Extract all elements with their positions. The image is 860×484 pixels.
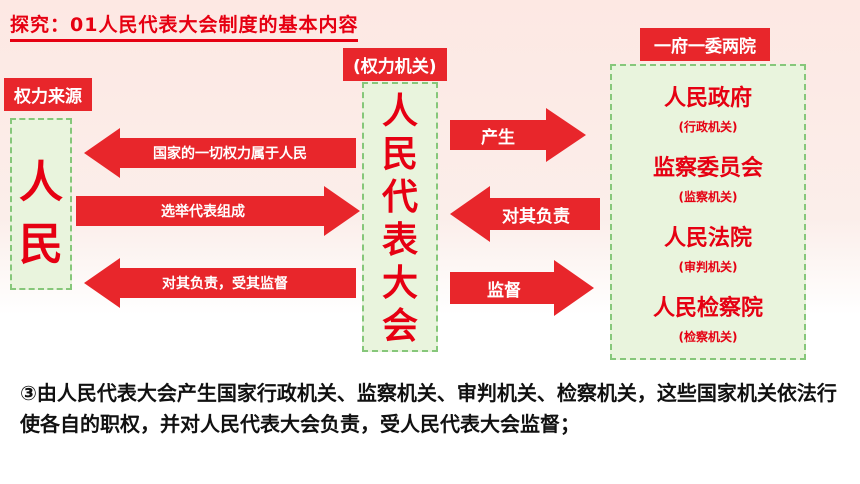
organ-item: 人民法院 (审判机关) bbox=[612, 220, 804, 290]
arrow-left-shape bbox=[84, 128, 356, 178]
arrow-supervise-label: 监督 bbox=[487, 280, 521, 301]
power-source-tag: 权力来源 bbox=[4, 78, 92, 111]
organ-name: 人民政府 bbox=[663, 86, 752, 111]
explanation-paragraph: ③由人民代表大会产生国家行政机关、监察机关、审判机关、检察机关，这些国家机关依法… bbox=[20, 381, 837, 436]
page-title: 探究：01人民代表大会制度的基本内容 bbox=[10, 10, 359, 42]
arrow-responsible-label: 对其负责 bbox=[502, 206, 570, 227]
arrow-elect: 选举代表组成 bbox=[76, 186, 360, 236]
organ-type: (检察机关) bbox=[678, 330, 738, 344]
organ-item: 人民检察院 (检察机关) bbox=[612, 290, 804, 360]
congress-panel: 人民代表大会 bbox=[362, 82, 438, 352]
arrow-responsible: 对其负责 bbox=[450, 186, 600, 242]
people-panel: 人 民 bbox=[10, 118, 72, 290]
arrow-right-shape-3 bbox=[450, 260, 594, 316]
arrow-responsible-supervised: 对其负责，受其监督 bbox=[84, 258, 356, 308]
organ-item: 人民政府 (行政机关) bbox=[612, 80, 804, 150]
organ-type: (审判机关) bbox=[678, 260, 738, 274]
organs-list: 人民政府 (行政机关) 监察委员会 (监察机关) 人民法院 (审判机关) 人民检察院 (检察机… bbox=[612, 80, 804, 360]
organ-type: (监察机关) bbox=[678, 190, 738, 204]
congress-chars: 人民代表大会 bbox=[364, 90, 436, 348]
congress-char: 会 bbox=[381, 306, 418, 347]
people-char-1: 人 bbox=[19, 157, 63, 208]
organ-type: (行政机关) bbox=[678, 120, 738, 134]
arrow-left-shape-2 bbox=[84, 258, 356, 308]
arrow-produce-label: 产生 bbox=[481, 127, 515, 148]
congress-char: 表 bbox=[381, 220, 418, 261]
organ-name: 监察委员会 bbox=[652, 156, 763, 181]
congress-char: 大 bbox=[381, 263, 418, 304]
people-char-2: 民 bbox=[19, 219, 63, 270]
arrow-power-belongs: 国家的一切权力属于人民 bbox=[84, 128, 356, 178]
organs-panel: 人民政府 (行政机关) 监察委员会 (监察机关) 人民法院 (审判机关) 人民检察院 (检察机… bbox=[610, 64, 806, 360]
organ-name: 人民法院 bbox=[663, 226, 752, 251]
arrow-responsible-supervised-label: 对其负责，受其监督 bbox=[162, 276, 288, 292]
arrow-right-shape-2 bbox=[450, 108, 586, 162]
arrow-produce: 产生 bbox=[450, 108, 586, 162]
organ-name: 人民检察院 bbox=[652, 296, 763, 321]
arrow-supervise: 监督 bbox=[450, 260, 594, 316]
organ-item: 监察委员会 (监察机关) bbox=[612, 150, 804, 220]
one-gov-tag: 一府一委两院 bbox=[640, 28, 770, 61]
congress-char: 代 bbox=[381, 177, 418, 218]
congress-char: 民 bbox=[381, 134, 418, 175]
congress-char: 人 bbox=[381, 91, 418, 132]
arrow-right-shape bbox=[76, 186, 360, 236]
arrow-power-belongs-label: 国家的一切权力属于人民 bbox=[153, 146, 307, 162]
arrow-elect-label: 选举代表组成 bbox=[161, 204, 245, 220]
arrow-left-shape-3 bbox=[450, 186, 600, 242]
power-organ-tag: (权力机关) bbox=[343, 48, 447, 81]
